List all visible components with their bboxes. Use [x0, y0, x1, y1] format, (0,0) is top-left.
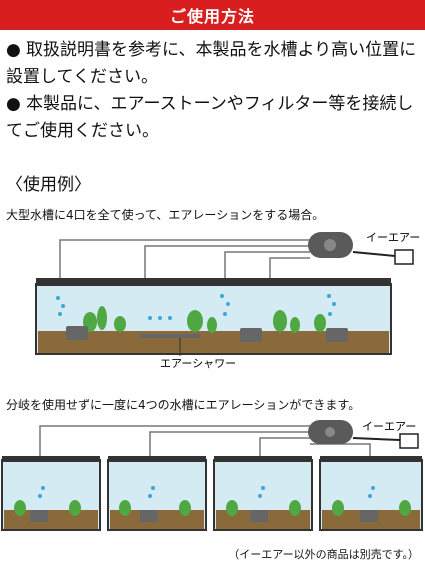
pump-illustration — [308, 420, 419, 449]
pump-illustration — [308, 232, 414, 265]
instruction-2-text: 本製品に、エアーストーンやフィルター等を接続してご使用ください。 — [6, 94, 414, 141]
bullet-icon: ● — [6, 40, 21, 60]
pump-label: イーエアー — [362, 420, 416, 433]
bullet-icon: ● — [6, 94, 21, 114]
example1-illustration: イーエアー エアーシャワー — [35, 231, 420, 370]
example1-caption: 大型水槽に4口を全て使って、エアレーションをする場合。 — [6, 208, 325, 222]
plants — [83, 306, 326, 333]
tanks — [1, 456, 423, 531]
section-header: ご使用方法 — [0, 0, 425, 30]
instruction-1-text: 取扱説明書を参考に、本製品を水槽より高い位置に設置してください。 — [6, 40, 417, 87]
footnote: （イーエアー以外の商品は別売です。） — [228, 548, 419, 561]
example2-illustration: イーエアー — [1, 420, 423, 531]
bubbles — [56, 294, 336, 320]
air-stones — [66, 326, 348, 342]
section-header-title: ご使用方法 — [169, 7, 255, 26]
pump-label: イーエアー — [366, 231, 420, 244]
example2-caption: 分岐を使用せずに一度に4つの水槽にエアレーションができます。 — [6, 398, 361, 412]
usage-example-heading: 〈使用例〉 — [6, 175, 91, 195]
air-shower-label: エアーシャワー — [160, 357, 236, 370]
instruction-1: ● 取扱説明書を参考に、本製品を水槽より高い位置に設置してください。 — [6, 37, 421, 91]
instruction-2: ● 本製品に、エアーストーンやフィルター等を接続してご使用ください。 — [6, 91, 421, 145]
